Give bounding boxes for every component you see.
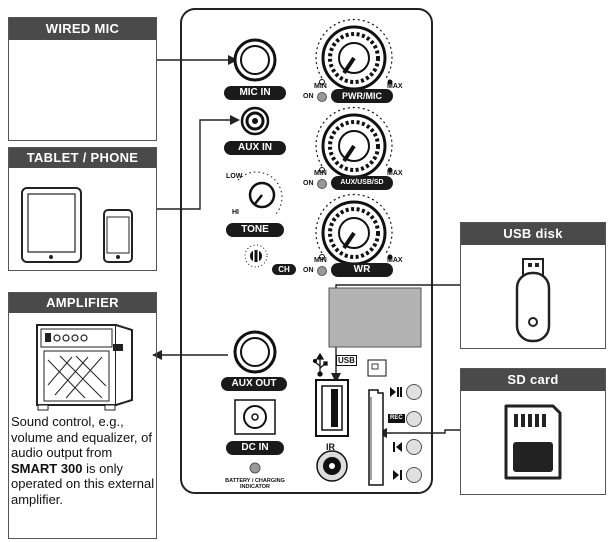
- next-button: [406, 467, 422, 483]
- sd-mini-icon: [367, 359, 387, 377]
- amplifier-icon: [36, 324, 133, 411]
- knob-aux-usb-sd-label: AUX/USB/SD: [331, 176, 393, 190]
- mic-in-jack: [233, 38, 277, 82]
- usb-disk-icon: [515, 258, 551, 343]
- mic-in-label: MIC IN: [224, 86, 286, 100]
- sd-card-icon: [504, 404, 562, 480]
- knob-wr-on: ON: [303, 267, 314, 274]
- battery-led: [249, 462, 261, 474]
- knob-wr: [315, 193, 393, 266]
- usb-label: USB: [336, 355, 357, 366]
- sd-card-title: SD card: [461, 369, 605, 391]
- rec-button: [406, 411, 422, 427]
- knob-aux-usb-sd-min: MIN: [314, 170, 327, 177]
- ir-sensor: [316, 450, 348, 482]
- aux-out-label: AUX OUT: [221, 377, 287, 391]
- aux-in-jack: [240, 106, 270, 136]
- amplifier-description: Sound control, e.g., volume and equalize…: [11, 414, 155, 507]
- knob-aux-usb-sd-on: ON: [303, 180, 314, 187]
- usb-port: [315, 379, 349, 437]
- knob-wr-min: MIN: [314, 257, 327, 264]
- knob-pwr-mic-max: MAX: [387, 83, 403, 90]
- dc-in-socket: [234, 399, 276, 435]
- ir-label: IR: [326, 442, 335, 452]
- sd-card-box: SD card: [460, 368, 606, 495]
- usb-symbol-icon: [312, 352, 328, 377]
- sd-slot: [368, 389, 384, 486]
- aux-in-label: AUX IN: [224, 141, 286, 155]
- wired-mic-box: WIRED MIC: [8, 17, 157, 141]
- tone-knob: [237, 171, 283, 216]
- tone-label: TONE: [226, 223, 284, 237]
- prev-button: [406, 439, 422, 455]
- ch-label: CH: [272, 264, 296, 275]
- tablet-phone-box: TABLET / PHONE: [8, 147, 157, 271]
- knob-pwr-mic-min: MIN: [314, 83, 327, 90]
- knob-pwr-mic-on: ON: [303, 93, 314, 100]
- tablet-icon: [21, 187, 82, 263]
- display-window: [328, 287, 422, 348]
- led-wr: [317, 266, 327, 276]
- previous-track-icon: [393, 442, 402, 452]
- amplifier-title: AMPLIFIER: [9, 293, 156, 313]
- phone-icon: [103, 209, 133, 263]
- play-pause-icon: [390, 387, 402, 397]
- play-pause-button: [406, 384, 422, 400]
- tablet-phone-title: TABLET / PHONE: [9, 148, 156, 168]
- usb-disk-title: USB disk: [461, 223, 605, 245]
- led-aux-usb-sd: [317, 179, 327, 189]
- knob-aux-usb-sd-max: MAX: [387, 170, 403, 177]
- rec-label: REC: [388, 414, 405, 423]
- knob-pwr-mic-label: PWR/MIC: [331, 89, 393, 103]
- aux-out-jack: [233, 330, 277, 374]
- wired-mic-title: WIRED MIC: [9, 18, 156, 40]
- led-pwr-mic: [317, 92, 327, 102]
- amplifier-box: AMPLIFIER: [8, 292, 157, 539]
- next-track-icon: [393, 470, 402, 480]
- knob-wr-max: MAX: [387, 257, 403, 264]
- dc-in-label: DC IN: [226, 441, 284, 455]
- tone-low-label: LOW: [226, 173, 243, 180]
- channel-selector: [244, 244, 268, 268]
- usb-disk-box: USB disk: [460, 222, 606, 349]
- knob-wr-label: WR: [331, 263, 393, 277]
- tone-hi-label: HI: [232, 209, 239, 216]
